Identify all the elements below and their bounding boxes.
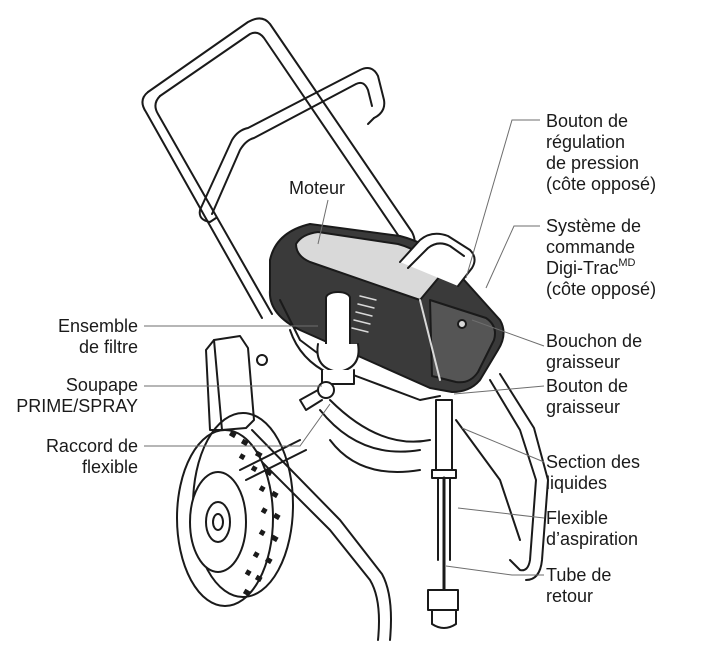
label-systeme-commande: Système de commande Digi-TracMD (côte op… xyxy=(546,216,656,300)
label-flexible-line-1: Flexible xyxy=(546,508,609,528)
label-tube-line-1: Tube de xyxy=(546,565,612,585)
label-bouchon: Bouchon de graisseur xyxy=(546,331,642,373)
label-bouchon-line-2: graisseur xyxy=(546,352,621,372)
fluid-section xyxy=(319,399,459,629)
label-section: Section des liquides xyxy=(546,452,640,494)
label-bouton-regulation-line-3: de pression xyxy=(546,153,640,173)
label-systeme-commande-line-2: commande xyxy=(546,237,636,257)
label-bouton-graisseur: Bouton de graisseur xyxy=(546,376,628,418)
label-raccord-line-2: flexible xyxy=(81,457,138,477)
leader-bouchon xyxy=(471,319,545,347)
leader-raccord xyxy=(144,403,331,447)
leader-bouton-regulation xyxy=(465,119,540,279)
leader-moteur xyxy=(317,199,329,245)
label-bouton-regulation-line-4: (côte opposé) xyxy=(546,174,657,194)
label-moteur-line: Moteur xyxy=(289,178,346,198)
digi-trac-text: Digi-Trac xyxy=(546,258,619,278)
filter-assembly xyxy=(316,291,360,385)
label-section-line-2: liquides xyxy=(546,473,608,493)
label-bouton-graisseur-line-2: graisseur xyxy=(546,397,621,417)
wheel xyxy=(176,412,307,607)
label-section-line-1: Section des xyxy=(546,452,641,472)
label-bouton-regulation-line-1: Bouton de xyxy=(546,111,629,131)
label-ensemble-filtre: Ensemble de filtre xyxy=(58,316,138,358)
label-systeme-commande-line-3: Digi-TracMD xyxy=(546,258,656,279)
leader-flexible xyxy=(457,507,545,519)
label-soupape-line-1: Soupape xyxy=(65,375,138,395)
label-raccord: Raccord de flexible xyxy=(46,436,138,478)
label-moteur: Moteur xyxy=(289,178,345,199)
label-raccord-line-1: Raccord de xyxy=(45,436,138,456)
label-ensemble-filtre-line-2: de filtre xyxy=(78,337,138,357)
frame-lower xyxy=(205,335,549,641)
label-tube-line-2: retour xyxy=(546,586,594,606)
label-bouton-regulation-line-2: régulation xyxy=(546,132,626,152)
label-bouchon-line-1: Bouchon de xyxy=(546,331,643,351)
label-systeme-commande-line-1: Système de xyxy=(546,216,642,236)
leader-bouton-graisseur xyxy=(453,385,545,395)
label-soupape: Soupape PRIME/SPRAY xyxy=(16,375,138,417)
label-bouton-regulation: Bouton de régulation de pression (côte o… xyxy=(546,111,656,195)
leader-systeme-commande xyxy=(485,225,540,289)
label-flexible-line-2: d’aspiration xyxy=(546,529,639,549)
label-systeme-commande-line-4: (côte opposé) xyxy=(546,279,657,299)
digi-trac-trademark: MD xyxy=(618,257,636,269)
label-tube: Tube de retour xyxy=(546,565,611,607)
label-flexible: Flexible d’aspiration xyxy=(546,508,638,550)
label-ensemble-filtre-line-1: Ensemble xyxy=(57,316,138,336)
leader-tube xyxy=(445,565,544,576)
motor-housing xyxy=(268,223,505,401)
label-bouton-graisseur-line-1: Bouton de xyxy=(546,376,629,396)
label-soupape-line-2: PRIME/SPRAY xyxy=(16,396,138,416)
leader-section xyxy=(461,427,545,463)
